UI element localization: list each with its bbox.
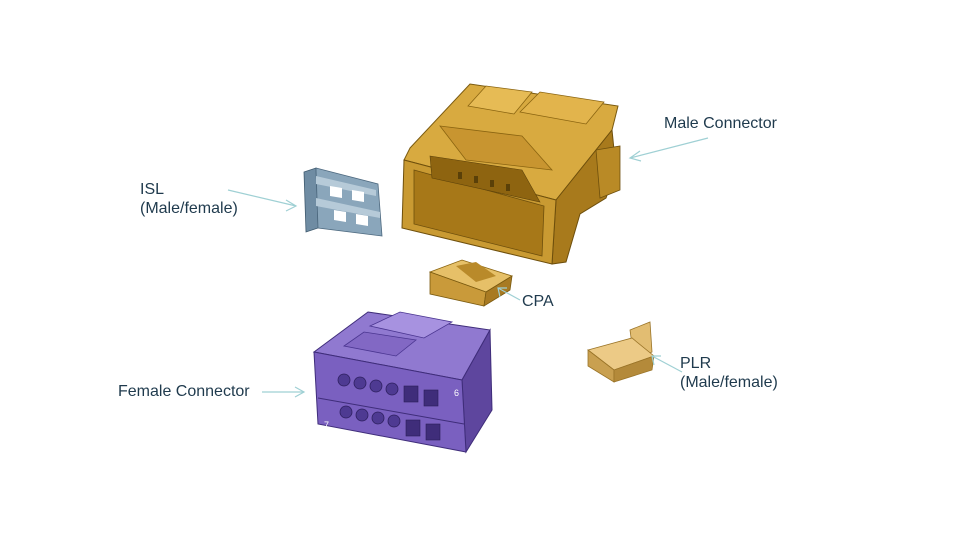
female-connector-arrow bbox=[262, 386, 306, 398]
male-connector-arrow bbox=[628, 137, 709, 162]
plr-arrow bbox=[651, 355, 683, 373]
cpa-arrow bbox=[497, 287, 521, 301]
cpa-text: CPA bbox=[522, 293, 554, 310]
male-connector bbox=[401, 83, 621, 265]
female-number-7: 7 bbox=[324, 420, 329, 430]
female-number-6: 6 bbox=[454, 388, 459, 398]
plr-part bbox=[587, 321, 655, 383]
plr-label-line2: (Male/female) bbox=[680, 374, 778, 391]
cpa-label: CPA bbox=[522, 292, 554, 311]
isl-label: ISL (Male/female) bbox=[140, 180, 238, 218]
male-connector-text: Male Connector bbox=[664, 115, 777, 132]
isl-part bbox=[303, 167, 383, 237]
plr-label-line1: PLR bbox=[680, 355, 712, 372]
female-connector-label: Female Connector bbox=[118, 382, 250, 401]
cpa-part bbox=[428, 259, 513, 307]
female-connector bbox=[312, 311, 493, 454]
female-connector-text: Female Connector bbox=[118, 383, 250, 400]
isl-label-line2: (Male/female) bbox=[140, 200, 238, 217]
plr-label: PLR (Male/female) bbox=[680, 354, 778, 392]
isl-arrow bbox=[227, 189, 298, 212]
male-connector-label: Male Connector bbox=[664, 114, 777, 133]
isl-label-line1: ISL bbox=[140, 181, 165, 198]
female-number-12: 12 bbox=[426, 448, 436, 458]
